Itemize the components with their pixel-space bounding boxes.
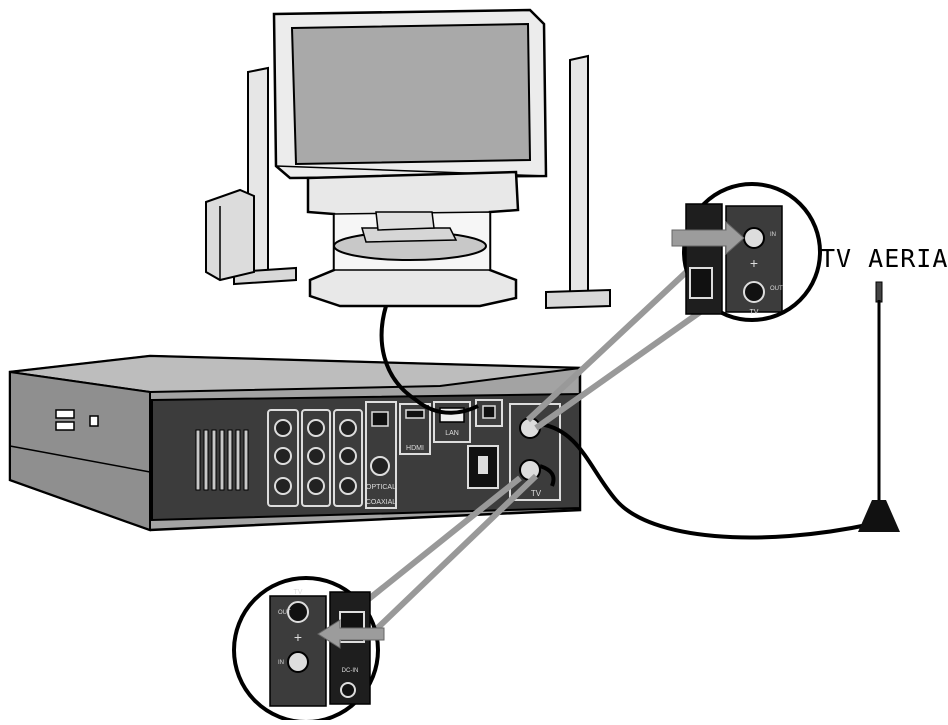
arrow-icon <box>671 220 745 256</box>
subwoofer <box>205 188 255 282</box>
zoom-bottom-in-label: IN <box>278 660 284 666</box>
zoom-top-in-label: IN <box>770 232 776 238</box>
zoom-bottom-out-label: OUT <box>278 610 291 616</box>
svg-text:+: + <box>750 255 758 271</box>
coaxial-label: COAXIAL <box>366 499 396 506</box>
tv-stand <box>306 170 520 308</box>
zoom-bottom-dc-label: DC-IN <box>342 668 359 674</box>
zoom-bottom-tv-label: TV <box>294 589 303 596</box>
rear-panel: OPTICAL COAXIAL HDMI LAN TV <box>151 392 581 522</box>
lan-label: LAN <box>445 430 459 437</box>
zoom-top: + IN OUT TV <box>671 182 822 322</box>
optical-label: OPTICAL <box>366 484 396 491</box>
svg-text:+: + <box>294 629 302 645</box>
tv-aerial-label: TV AERIAL <box>820 244 948 273</box>
flat-panel-tv <box>272 8 548 180</box>
zoom-top-out-label: OUT <box>770 286 783 292</box>
zoom-top-tv-label: TV <box>750 309 759 316</box>
right-tower-speaker <box>545 54 611 310</box>
arrow-icon <box>317 619 385 649</box>
cables <box>379 305 873 540</box>
zoom-bottom: + OUT IN TV DC-IN <box>232 576 385 724</box>
hdmi-label: HDMI <box>406 445 424 452</box>
tv-aerial-antenna <box>858 281 900 532</box>
tv-port-label: TV <box>531 489 542 498</box>
